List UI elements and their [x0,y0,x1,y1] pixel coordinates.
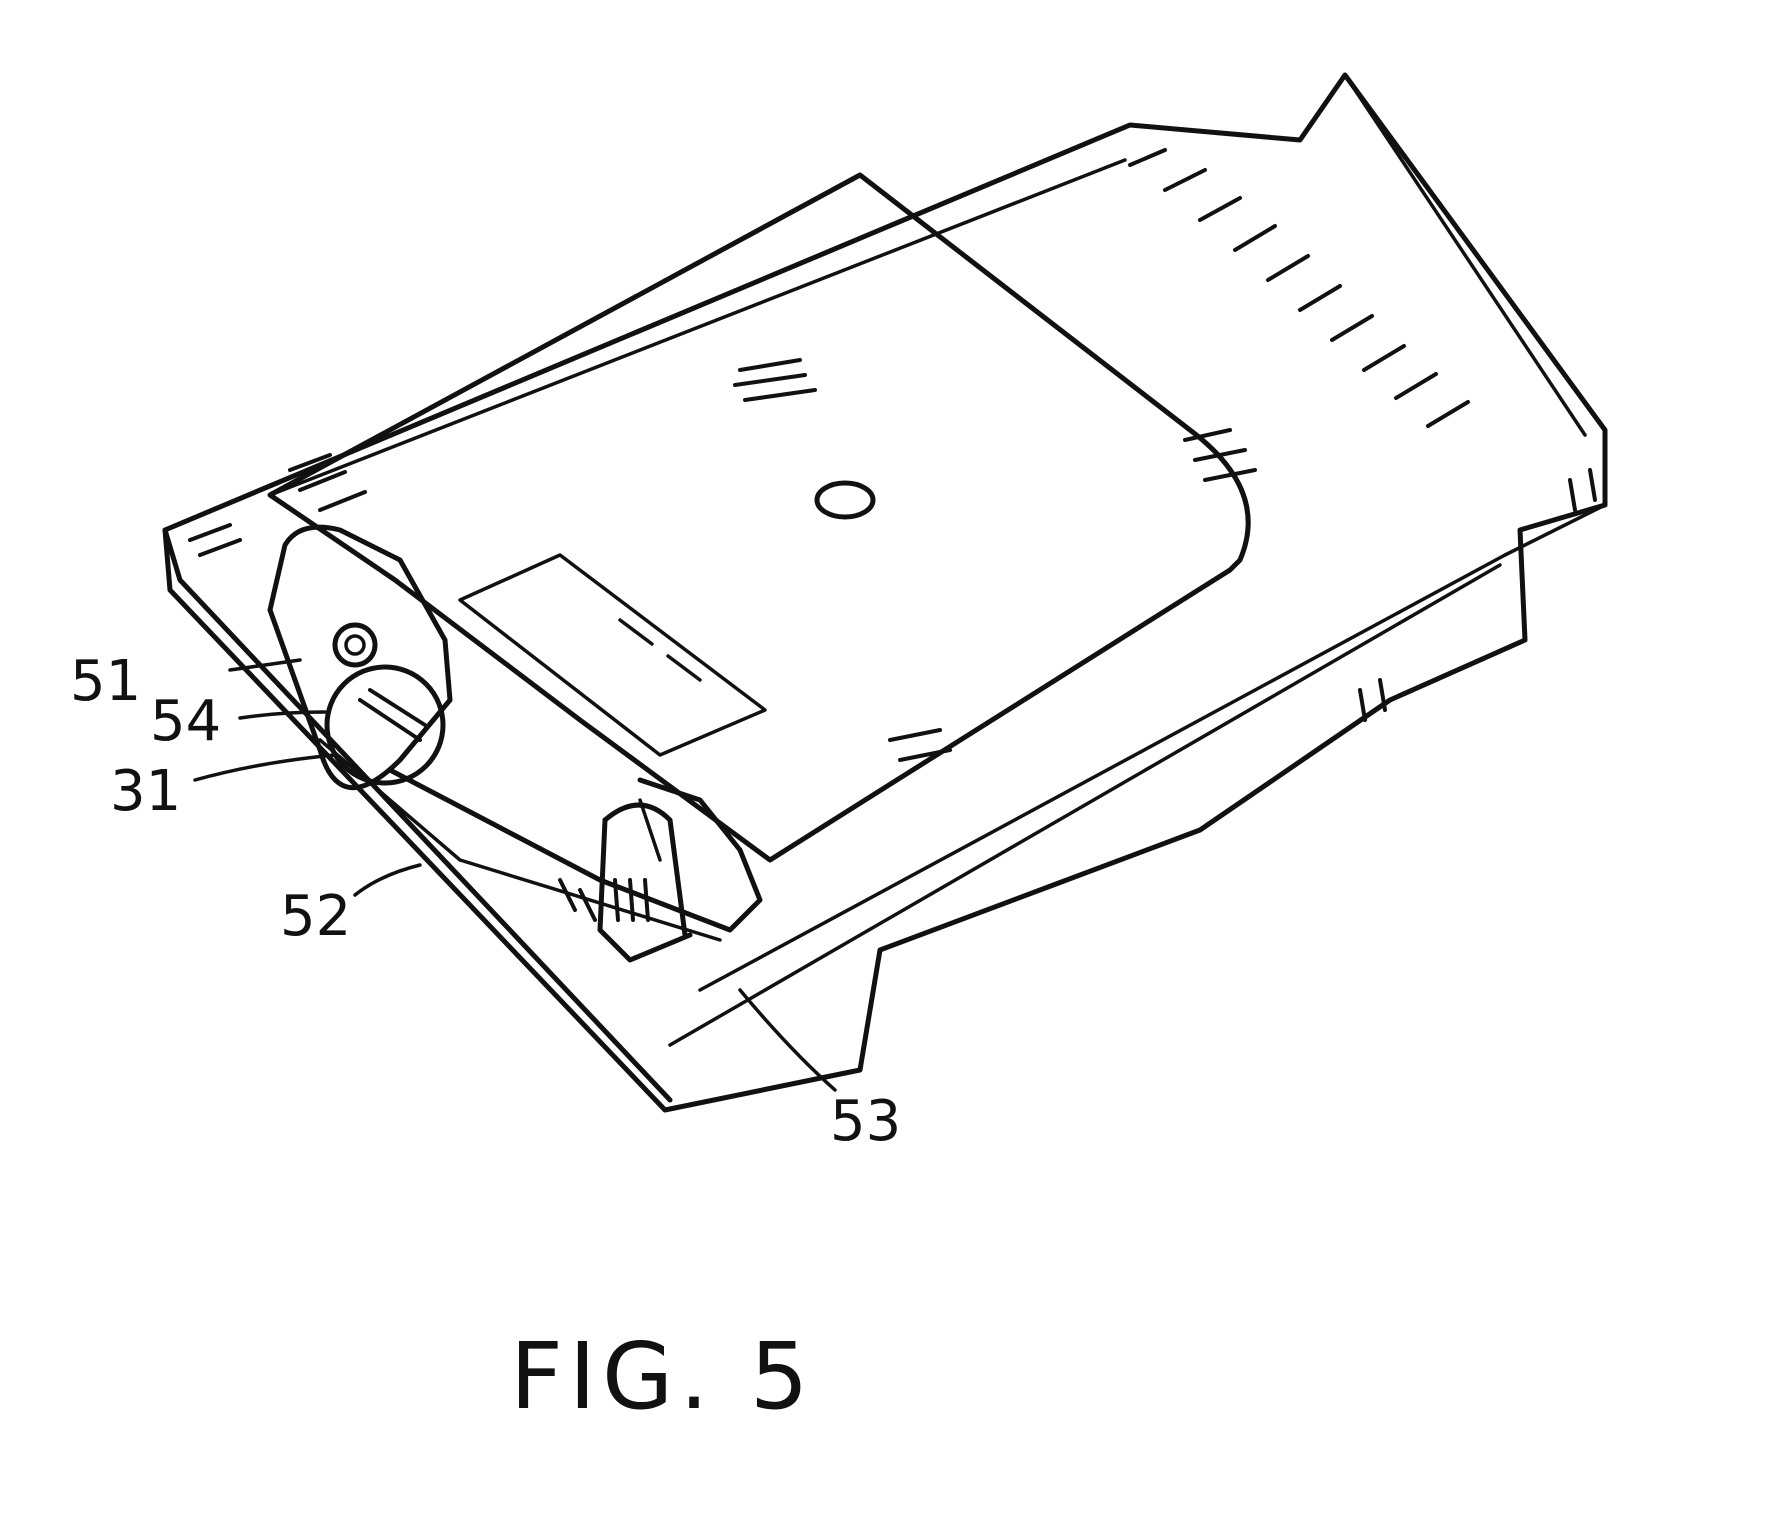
leader-lines [195,660,835,1090]
label-53: 53 [830,1089,901,1154]
label-31: 31 [110,759,181,824]
center-hole-icon [817,483,873,517]
top-panel [270,175,1248,860]
figure-caption: FIG. 5 [510,1323,814,1430]
connector-ribs [1130,150,1468,426]
label-54: 54 [150,689,221,754]
label-51: 51 [70,649,141,714]
small-gear-icon [335,625,375,665]
label-52: 52 [280,884,351,949]
device-body [165,75,1605,1110]
